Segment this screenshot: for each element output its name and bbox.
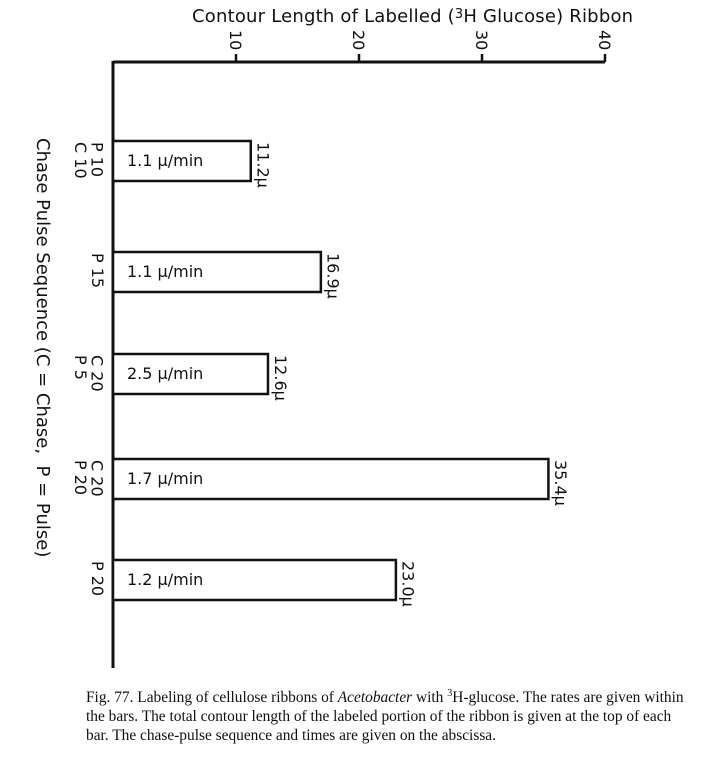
bar-value-label: 35.4μ <box>551 460 571 506</box>
bar <box>111 250 323 294</box>
figure-caption: Fig. 77. Labeling of cellulose ribbons o… <box>86 684 686 745</box>
category-label: C 20 P 5 <box>70 355 107 392</box>
x-title-part: Contour Length of Labelled ( <box>192 6 455 27</box>
bar <box>111 457 550 501</box>
x-tick-label: 20 <box>348 30 368 51</box>
caption-prefix: Fig. 77. Labeling of cellulose ribbons o… <box>86 689 338 707</box>
bar-value-label: 11.2μ <box>253 142 273 188</box>
category-label: P 20 <box>87 561 107 597</box>
bar-rate-label: 1.1 μ/min <box>127 262 204 281</box>
bar-rate-label: 1.2 μ/min <box>127 570 204 589</box>
bar-value-label: 12.6μ <box>270 355 290 401</box>
caption-rest: H-glucose. The rates are given within th… <box>86 689 684 745</box>
category-label: P 10 C 10 <box>70 142 107 179</box>
x-title-superscript: 3 <box>454 7 464 22</box>
caption-mid: with <box>412 689 448 707</box>
category-label: C 20 P 20 <box>70 460 107 497</box>
bar <box>111 558 398 602</box>
bar <box>111 352 270 396</box>
bar-rate-label: 1.7 μ/min <box>127 469 204 488</box>
bar-value-label: 16.9μ <box>323 253 343 299</box>
bar-value-label: 23.0μ <box>398 561 418 607</box>
bar-chart <box>111 54 607 668</box>
x-axis-title: Contour Length of Labelled (3H Glucose) … <box>192 6 633 27</box>
bar <box>111 139 253 183</box>
category-label: P 15 <box>87 253 107 289</box>
caption-sup: 3 <box>447 688 453 699</box>
y-axis-title: Chase Pulse Sequence (C = Chase, P = Pul… <box>31 138 53 558</box>
caption-italic: Acetobacter <box>337 689 413 707</box>
x-tick-label: 10 <box>225 30 245 51</box>
x-tick-label: 40 <box>594 30 614 51</box>
bar-rate-label: 1.1 μ/min <box>127 151 204 170</box>
bar-rate-label: 2.5 μ/min <box>127 364 204 383</box>
x-title-part: H Glucose) Ribbon <box>463 6 634 27</box>
x-tick-label: 30 <box>471 30 491 51</box>
